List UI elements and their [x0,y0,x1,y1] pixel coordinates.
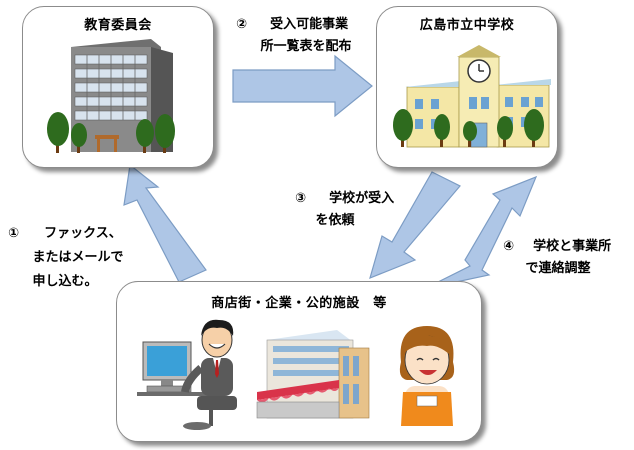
step3-line1: 学校が受入 [329,191,395,206]
step2-line1: 受入可能事業 [270,17,349,32]
step1-number: ① [8,226,20,241]
step1-line2: またはメールで [32,250,124,265]
arrow-board-to-school [232,54,373,118]
step3-number: ③ [295,191,307,206]
board-of-education-box: 教育委員会 [22,6,214,168]
step3-line2: を依頼 [315,213,355,228]
school-title: 広島市立中学校 [419,18,515,33]
step2-number: ② [236,17,248,32]
school-box: 広島市立中学校 [376,6,558,168]
partners-title: 商店街・企業・公的施設 等 [211,296,387,311]
step1-line1: ファックス、 [44,226,122,241]
partners-box: 商店街・企業・公的施設 等 [116,281,482,442]
shop-clerk-icon [399,326,455,426]
step3-label: ③ 学校が受入 を依頼 [295,188,394,232]
step4-line2: で連絡調整 [525,261,591,276]
step2-label: ② 受入可能事業 所一覧表を配布 [236,14,352,58]
step4-label: ④ 学校と事業所 で連絡調整 [503,236,611,280]
step1-label: ① ファックス、 またはメールで 申し込む。 [8,222,124,294]
step4-number: ④ [503,239,515,254]
step1-line3: 申し込む。 [32,274,98,289]
commercial-building-icon [256,330,370,419]
office-worker-icon [137,319,237,430]
arrow-school-to-partners [369,171,461,280]
step4-line1: 学校と事業所 [533,239,612,254]
step2-line2: 所一覧表を配布 [260,39,352,54]
arrow-school-partners-coordination [436,175,538,286]
school-building-icon [393,45,551,148]
arrow-partners-to-board [123,163,207,283]
board-of-education-title: 教育委員会 [84,18,152,33]
office-building-icon [47,39,175,153]
